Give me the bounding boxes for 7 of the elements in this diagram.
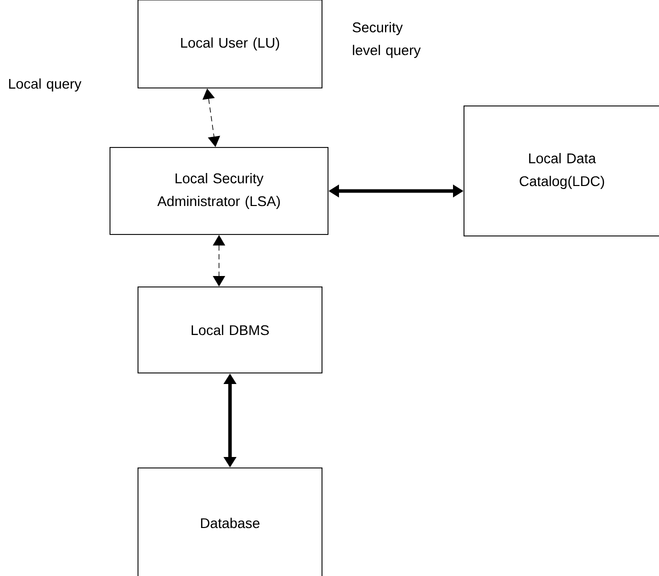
process-box: Local Security Administrator (LSA)	[110, 147, 328, 235]
label: Security level query	[352, 22, 421, 58]
process-box: Database	[138, 468, 322, 576]
process-box: Local Data Catalog(LDC)	[464, 106, 659, 236]
process-box: Local DBMS	[138, 286, 322, 374]
process-box: Local User (LU)	[138, 0, 322, 88]
label: Local query	[9, 78, 82, 92]
